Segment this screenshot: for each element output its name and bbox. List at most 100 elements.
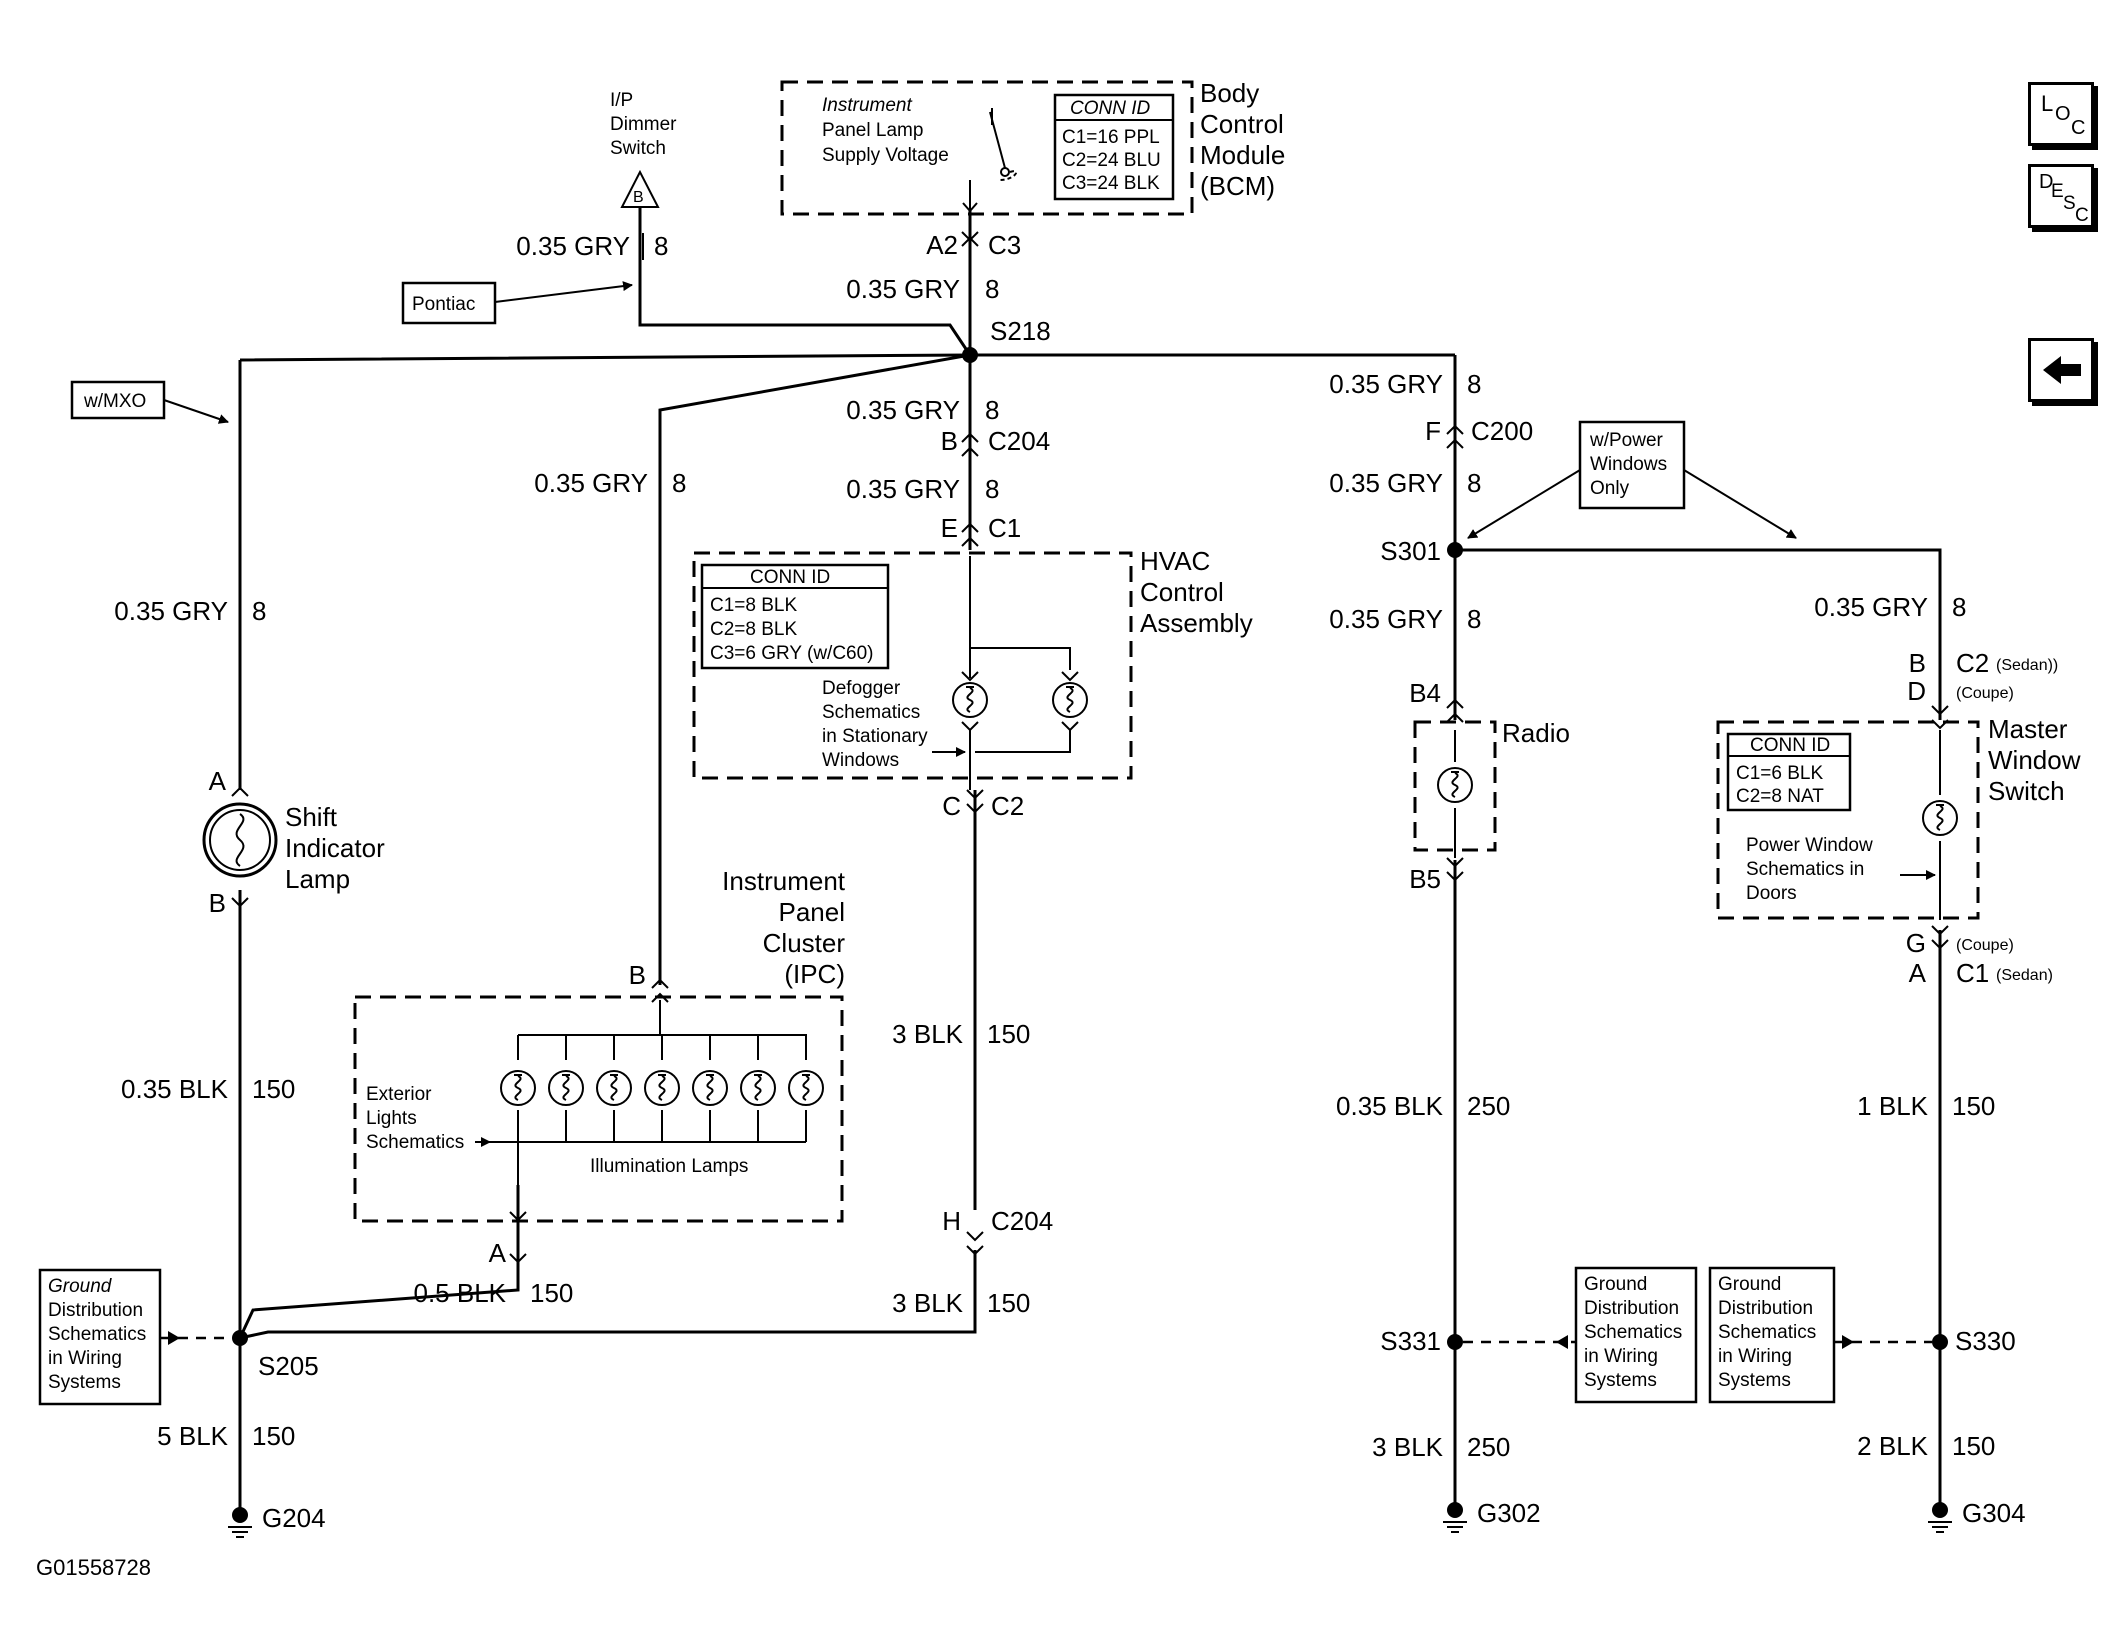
ipc-module bbox=[353, 995, 844, 1223]
left-arrow-icon bbox=[2043, 356, 2081, 384]
mws-conn-2: C2=8 NAT bbox=[1736, 786, 1824, 807]
desc-button[interactable]: D E S C bbox=[2028, 164, 2094, 228]
ground-dist-left bbox=[38, 1268, 232, 1406]
ipc-note-1: Exterior bbox=[366, 1084, 432, 1105]
dimmer-triangle-icon bbox=[620, 169, 660, 208]
conn-mwsbot-pin1: G bbox=[1906, 928, 1926, 958]
conn-shifttop-pin: A bbox=[209, 766, 227, 796]
gd-right-5: Systems bbox=[1718, 1370, 1791, 1391]
conn-bcm-pin: A2 bbox=[926, 230, 958, 260]
connector-chevrons bbox=[231, 231, 1949, 1264]
mws-note-2: Schematics in bbox=[1746, 859, 1864, 880]
ground-g302-label: G302 bbox=[1477, 1498, 1541, 1528]
wire-mwsin-size: 0.35 GRY bbox=[1814, 592, 1928, 622]
loc-l2: O bbox=[2055, 103, 2071, 125]
conn-c204top-conn: C204 bbox=[988, 426, 1050, 456]
ground-dist-mid bbox=[1463, 1266, 1698, 1404]
wire-radiognd-size: 0.35 BLK bbox=[1336, 1091, 1444, 1121]
gd-mid-3: Schematics bbox=[1584, 1322, 1682, 1343]
conn-mwsbot-conn2: C1 bbox=[1956, 958, 1989, 988]
gd-left-3: Schematics bbox=[48, 1324, 146, 1345]
wire-c204top-circuit: 8 bbox=[985, 395, 999, 425]
wire-hvacgnd2-circuit: 150 bbox=[987, 1288, 1030, 1318]
conn-c204top-pin: B bbox=[941, 426, 958, 456]
desc-l2: E bbox=[2051, 181, 2064, 202]
conn-c204bot-conn: C204 bbox=[991, 1206, 1053, 1236]
hvac-conn-3: C3=6 GRY (w/C60) bbox=[710, 643, 874, 664]
wire-c200bot-circuit: 8 bbox=[1467, 468, 1481, 498]
wire-hvacgnd2-size: 3 BLK bbox=[892, 1288, 963, 1318]
ipc-name-3: Cluster bbox=[763, 928, 846, 958]
loc-l3: C bbox=[2071, 117, 2086, 139]
wire-c200top-circuit: 8 bbox=[1467, 369, 1481, 399]
splice-s330-label: S330 bbox=[1955, 1326, 2016, 1356]
hvac-module bbox=[692, 551, 1133, 790]
pontiac-label: Pontiac bbox=[412, 294, 475, 315]
conn-hvacc1-conn: C1 bbox=[988, 513, 1021, 543]
desc-l3: S bbox=[2063, 193, 2076, 214]
gd-mid-5: Systems bbox=[1584, 1370, 1657, 1391]
hvac-note-1: Defogger bbox=[822, 678, 901, 699]
wire-radiognd-circuit: 250 bbox=[1467, 1091, 1510, 1121]
gd-left-2: Distribution bbox=[48, 1300, 143, 1321]
conn-radiobot-pin: B5 bbox=[1409, 864, 1441, 894]
gd-mid-4: in Wiring bbox=[1584, 1346, 1658, 1367]
ipc-name-4: (IPC) bbox=[784, 959, 845, 989]
conn-mwstop-note1: (Sedan)) bbox=[1996, 657, 2058, 674]
dimmer-name-2: Dimmer bbox=[610, 114, 677, 135]
bcm-conn-1: C1=16 PPL bbox=[1062, 127, 1160, 148]
bcm-name-3: Module bbox=[1200, 140, 1285, 170]
wire-dimmer-size: 0.35 GRY bbox=[516, 231, 630, 261]
wire-mwsgnd-circuit: 150 bbox=[1952, 1091, 1995, 1121]
back-button[interactable] bbox=[2028, 338, 2094, 402]
ipc-name-2: Panel bbox=[779, 897, 846, 927]
bcm-module bbox=[780, 80, 1194, 216]
conn-mwstop-conn1: C2 bbox=[1956, 648, 1989, 678]
loc-button[interactable]: L O C bbox=[2028, 82, 2094, 146]
wire-bcm-size: 0.35 GRY bbox=[846, 274, 960, 304]
splice-s331-dot bbox=[1447, 1334, 1463, 1350]
wire-shiftgnd-circuit: 150 bbox=[252, 1074, 295, 1104]
gd-mid-1: Ground bbox=[1584, 1274, 1647, 1295]
wire-ipcfeed-circuit: 8 bbox=[672, 468, 686, 498]
hvac-conn-1: C1=8 BLK bbox=[710, 595, 797, 616]
dimmer-name-3: Switch bbox=[610, 138, 666, 159]
mws-name-1: Master bbox=[1988, 714, 2068, 744]
ground-g204-icon bbox=[227, 1506, 253, 1538]
wire-ipcgnd-circuit: 150 bbox=[530, 1278, 573, 1308]
conn-mwsbot-pin2: A bbox=[1909, 958, 1927, 988]
splice-s330-dot bbox=[1932, 1334, 1948, 1350]
wire-radioin-circuit: 8 bbox=[1467, 604, 1481, 634]
conn-c200-pin: F bbox=[1425, 416, 1441, 446]
mws-note-1: Power Window bbox=[1746, 835, 1873, 856]
splice-s218-dot bbox=[962, 347, 978, 363]
mws-name-3: Switch bbox=[1988, 776, 2065, 806]
mxo-label: w/MXO bbox=[83, 391, 146, 412]
mws-conn-title: CONN ID bbox=[1750, 735, 1830, 756]
bcm-inner-1: Instrument bbox=[822, 95, 912, 116]
shift-name-3: Lamp bbox=[285, 864, 350, 894]
gd-left-5: Systems bbox=[48, 1372, 121, 1393]
conn-hvacc2-pin: C bbox=[942, 791, 961, 821]
radio-name: Radio bbox=[1502, 718, 1570, 748]
hvac-conn-title: CONN ID bbox=[750, 567, 830, 588]
bcm-conn-title: CONN ID bbox=[1070, 98, 1151, 119]
splice-labels: S218 S301 S205 S331 S330 G204 G302 G304 bbox=[258, 316, 2026, 1533]
loc-l1: L bbox=[2041, 91, 2054, 116]
shift-name-2: Indicator bbox=[285, 833, 385, 863]
wire-s331g302-circuit: 250 bbox=[1467, 1432, 1510, 1462]
conn-ipctop-pin: B bbox=[629, 960, 646, 990]
ipc-note-3: Schematics bbox=[366, 1132, 464, 1153]
ipc-note-2: Lights bbox=[366, 1108, 417, 1129]
ground-g304-label: G304 bbox=[1962, 1498, 2026, 1528]
shift-lamp-icon bbox=[202, 802, 278, 878]
hvac-name-3: Assembly bbox=[1140, 608, 1253, 638]
pw-note-1: w/Power bbox=[1589, 430, 1664, 451]
mws-conn-1: C1=6 BLK bbox=[1736, 763, 1823, 784]
ground-g304-icon bbox=[1927, 1501, 1953, 1533]
wire-s330g304-circuit: 150 bbox=[1952, 1431, 1995, 1461]
splice-s331-label: S331 bbox=[1380, 1326, 1441, 1356]
splice-s301-dot bbox=[1447, 542, 1463, 558]
wire-ipcfeed-size: 0.35 GRY bbox=[534, 468, 648, 498]
